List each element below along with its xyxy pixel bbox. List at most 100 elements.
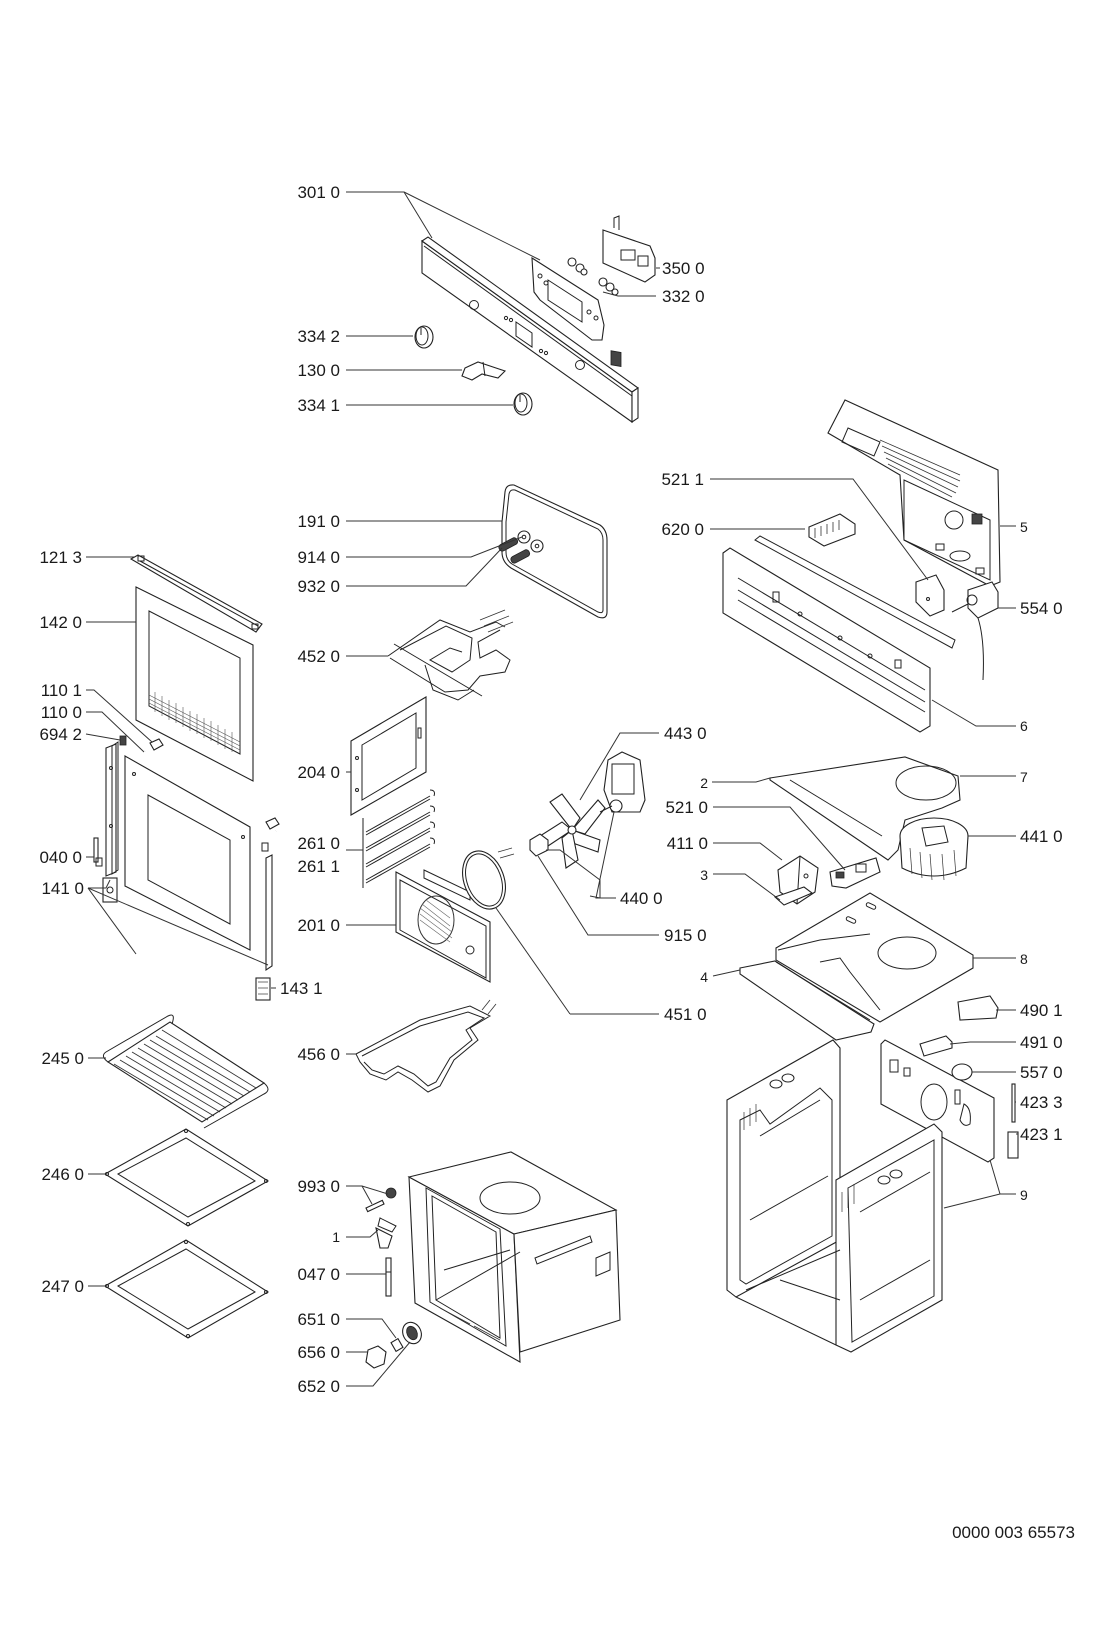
- label-441-0: 441 0: [1020, 827, 1063, 846]
- top-cover-5: [827, 399, 1001, 587]
- front-frame-6: [722, 535, 956, 733]
- label-246-0: 246 0: [41, 1165, 84, 1184]
- label-694-2: 694 2: [39, 725, 82, 744]
- label-411-0: 411 0: [667, 834, 708, 853]
- wire-shelf-245-0: [102, 1014, 269, 1129]
- hinge-block: [102, 877, 118, 903]
- fan-blade-440-0: [539, 793, 606, 869]
- right-middle-assembly: [712, 756, 1016, 1041]
- label-452-0: 452 0: [297, 647, 340, 666]
- label-652-0: 652 0: [297, 1377, 340, 1396]
- screw-nut-993-0: [365, 1187, 397, 1213]
- label-423-3: 423 3: [1020, 1093, 1063, 1112]
- label-423-1: 423 1: [1020, 1125, 1063, 1144]
- side-runner-261: [362, 789, 435, 888]
- accessories: [88, 1014, 270, 1339]
- label-247-0: 247 0: [41, 1277, 84, 1296]
- fuse-423-1: [1007, 1131, 1019, 1159]
- label-554-0: 554 0: [1020, 599, 1063, 618]
- knob-334-2: [414, 325, 434, 349]
- label-620-0: 620 0: [661, 520, 704, 539]
- label-1: 1: [332, 1229, 340, 1245]
- label-656-0: 656 0: [297, 1343, 340, 1362]
- door-assembly: [85, 554, 280, 1001]
- label-047-0: 047 0: [297, 1265, 340, 1284]
- resistor-423-3: [1011, 1083, 1016, 1123]
- label-993-0: 993 0: [297, 1177, 340, 1196]
- nut-914-0: [517, 530, 544, 553]
- label-521-1: 521 1: [661, 470, 704, 489]
- label-440-0: 440 0: [620, 889, 663, 908]
- label-5: 5: [1020, 519, 1028, 535]
- label-201-0: 201 0: [297, 916, 340, 935]
- label-110-1: 110 1: [41, 681, 82, 700]
- side-runner-204-0: [350, 696, 427, 816]
- label-261-1: 261 1: [297, 857, 340, 876]
- electronic-module: [602, 215, 656, 367]
- label-932-0: 932 0: [297, 577, 340, 596]
- door-trim-121-3: [129, 554, 263, 633]
- back-panel: [880, 1039, 995, 1163]
- label-332-0: 332 0: [662, 287, 705, 306]
- label-915-0: 915 0: [664, 926, 707, 945]
- label-350-0: 350 0: [662, 259, 705, 278]
- hose-110-0: [140, 750, 278, 837]
- sensor-047-0: [385, 1257, 392, 1297]
- left-side-panel: [726, 1039, 841, 1298]
- top-cover-assembly: [710, 399, 1016, 733]
- label-191-0: 191 0: [297, 512, 340, 531]
- inner-door-panel: [124, 755, 251, 951]
- terminal-strip-491-0: [919, 1035, 953, 1057]
- hinge-clip-694-2: [119, 735, 127, 746]
- label-491-0: 491 0: [1020, 1033, 1063, 1052]
- thermostat-554-0: [951, 581, 999, 681]
- bottom-element-456-0: [346, 999, 497, 1093]
- control-panel-group: [346, 191, 660, 424]
- tangential-fan-441-0: [899, 817, 969, 881]
- door-hinge-right: [261, 842, 273, 972]
- center-assembly: [346, 484, 659, 1015]
- label-301-0: 301 0: [297, 183, 340, 202]
- lamp-holder-652-0: [402, 1321, 422, 1345]
- label-204-0: 204 0: [297, 763, 340, 782]
- lamp-cover-1: [375, 1217, 397, 1249]
- grill-element-452-0: [387, 609, 514, 701]
- baking-tray-246-0: [103, 1128, 270, 1227]
- label-456-0: 456 0: [297, 1045, 340, 1064]
- relay-521-1: [915, 574, 945, 617]
- outer-glass-142-0: [135, 586, 254, 782]
- circular-element-451-0: [462, 847, 515, 910]
- oven-cavity: [407, 1151, 621, 1363]
- switch-521-0: [829, 857, 881, 889]
- label-7: 7: [1020, 769, 1028, 785]
- label-245-0: 245 0: [41, 1049, 84, 1068]
- air-duct-2-7: [769, 756, 961, 861]
- outer-casing-9: [726, 995, 1019, 1353]
- label-142-0: 142 0: [39, 613, 82, 632]
- rear-small-parts: [919, 995, 1019, 1159]
- hinge-cover-143-1: [255, 977, 271, 1001]
- label-557-0: 557 0: [1020, 1063, 1063, 1082]
- top-plate-8: [775, 892, 974, 1023]
- bracket-110-1: [149, 738, 280, 830]
- lamp-glass-656-0: [365, 1345, 387, 1369]
- document-code: 0000 003 65573: [952, 1523, 1075, 1542]
- label-4: 4: [700, 969, 708, 985]
- label-443-0: 443 0: [664, 724, 707, 743]
- lamp-bulb-651-0: [390, 1337, 404, 1353]
- door-seal-191-0: [501, 484, 608, 619]
- nut-915-0: [529, 833, 549, 857]
- label-451-0: 451 0: [664, 1005, 707, 1024]
- label-6: 6: [1020, 718, 1028, 734]
- label-521-0: 521 0: [665, 798, 708, 817]
- clip-130-0: [461, 361, 507, 381]
- label-651-0: 651 0: [297, 1310, 340, 1329]
- display-bracket: [531, 256, 605, 341]
- fan-cover-201-0: [395, 869, 491, 983]
- label-141-0: 141 0: [41, 879, 84, 898]
- label-121-3: 121 3: [39, 548, 82, 567]
- control-panel-fascia: [421, 236, 639, 424]
- door-hinge-left: [105, 741, 119, 877]
- label-8: 8: [1020, 951, 1028, 967]
